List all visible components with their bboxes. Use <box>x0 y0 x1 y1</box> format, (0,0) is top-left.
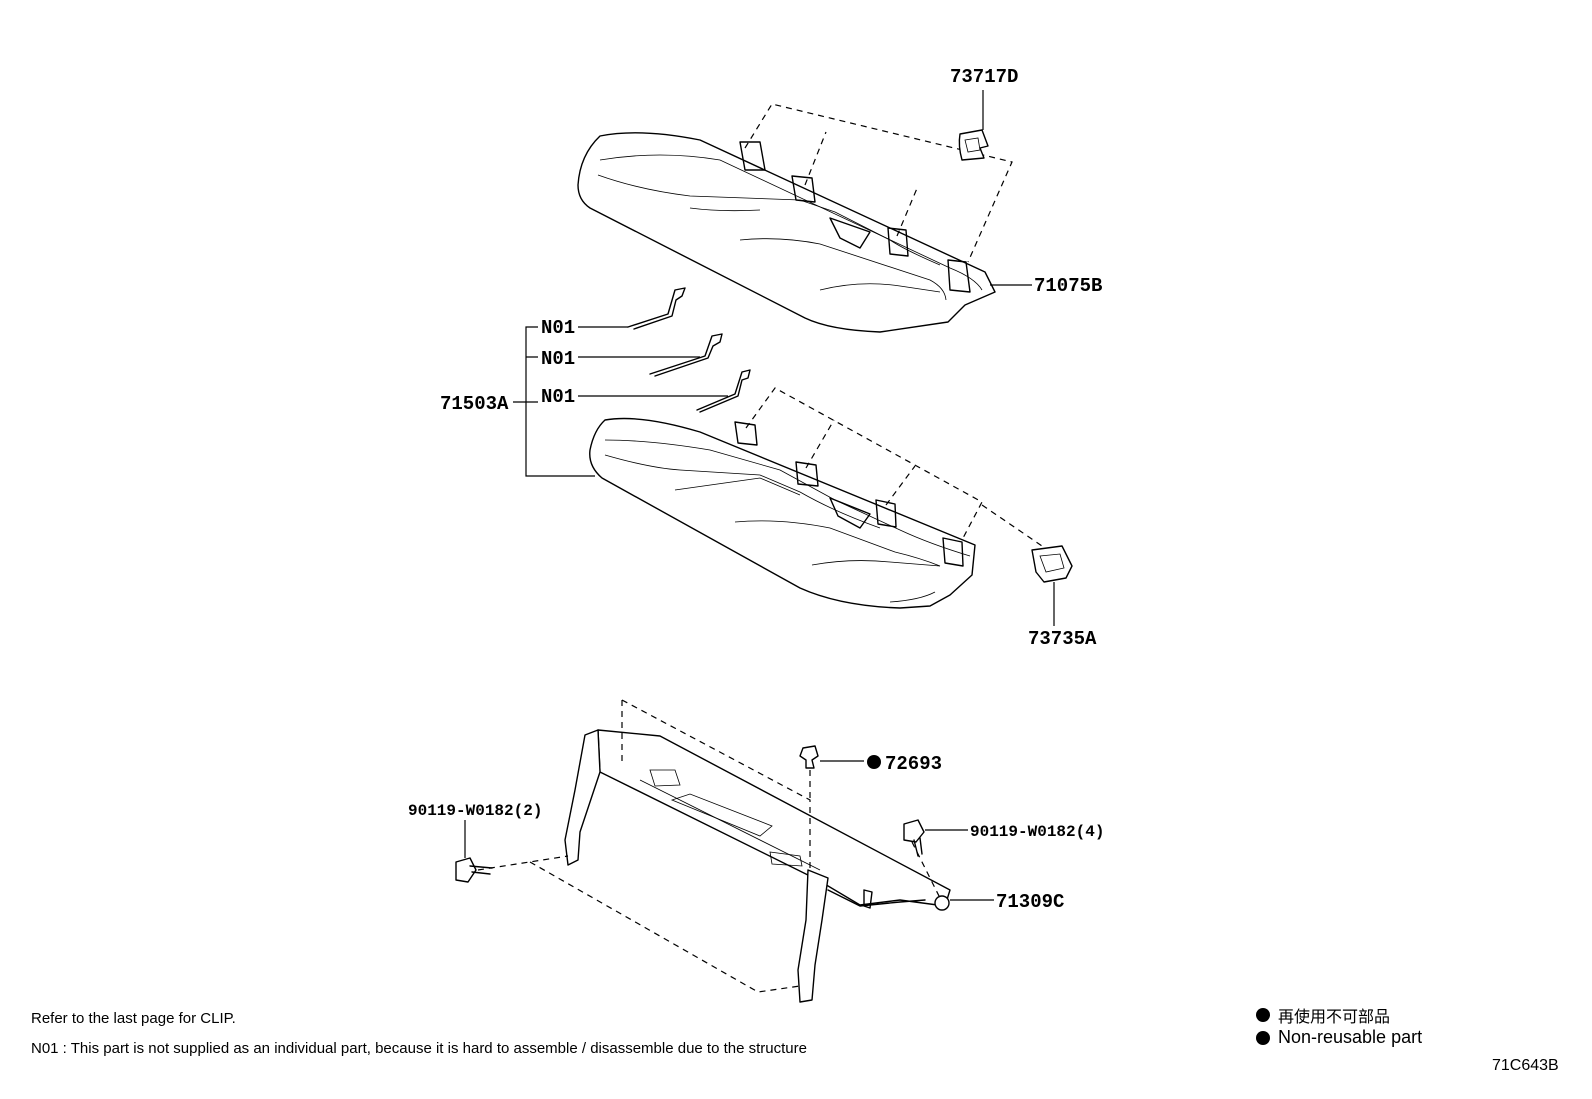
legend-jp-label: 再使用不可部品 <box>1278 1007 1391 1026</box>
legend-dot-icon <box>1256 1030 1270 1045</box>
figure-code: 71C643B <box>1492 1057 1559 1074</box>
callout-71075B: 71075B <box>1034 275 1102 297</box>
legend-en-label: Non-reusable part <box>1278 1027 1423 1047</box>
callout-90119-2: 90119-W0182(2) <box>408 802 542 820</box>
clip-73735A-icon <box>1031 545 1073 583</box>
cushion-guide <box>745 387 983 541</box>
callout-90119-4: 90119-W0182(4) <box>970 823 1104 841</box>
callout-72693: 72693 <box>885 753 942 775</box>
seat-frame-assembly <box>564 729 951 1003</box>
callout-73717D: 73717D <box>950 66 1018 88</box>
clip-72693-icon <box>799 745 819 769</box>
bracket-71503A <box>513 326 595 477</box>
callout-n01-3: N01 <box>541 386 575 408</box>
callout-71503A: 71503A <box>440 393 509 415</box>
bolt-right-icon <box>903 819 925 857</box>
callout-n01-1: N01 <box>541 317 575 339</box>
n01-note: N01 : This part is not supplied as an in… <box>31 1040 807 1057</box>
clip-reference-note: Refer to the last page for CLIP. <box>31 1010 236 1027</box>
callout-71309C: 71309C <box>996 891 1064 913</box>
frame-guide-top <box>621 699 811 870</box>
bolt-left-icon <box>455 857 493 883</box>
callout-73735A: 73735A <box>1028 628 1097 650</box>
seatback-guide <box>744 103 1013 263</box>
callout-n01-2: N01 <box>541 348 575 370</box>
seat-cushion-assembly <box>589 417 976 609</box>
non-reusable-marker-icon <box>867 755 881 769</box>
legend-dot-icon <box>1256 1008 1270 1022</box>
wire-n01-group <box>627 287 751 413</box>
clip-73717D-icon <box>958 129 989 161</box>
legend-jp: 再使用不可部品 <box>1256 1003 1390 1027</box>
seatback-assembly <box>577 132 996 333</box>
frame-guide-bottom <box>477 855 801 993</box>
legend-en: Non-reusable part <box>1256 1027 1422 1048</box>
